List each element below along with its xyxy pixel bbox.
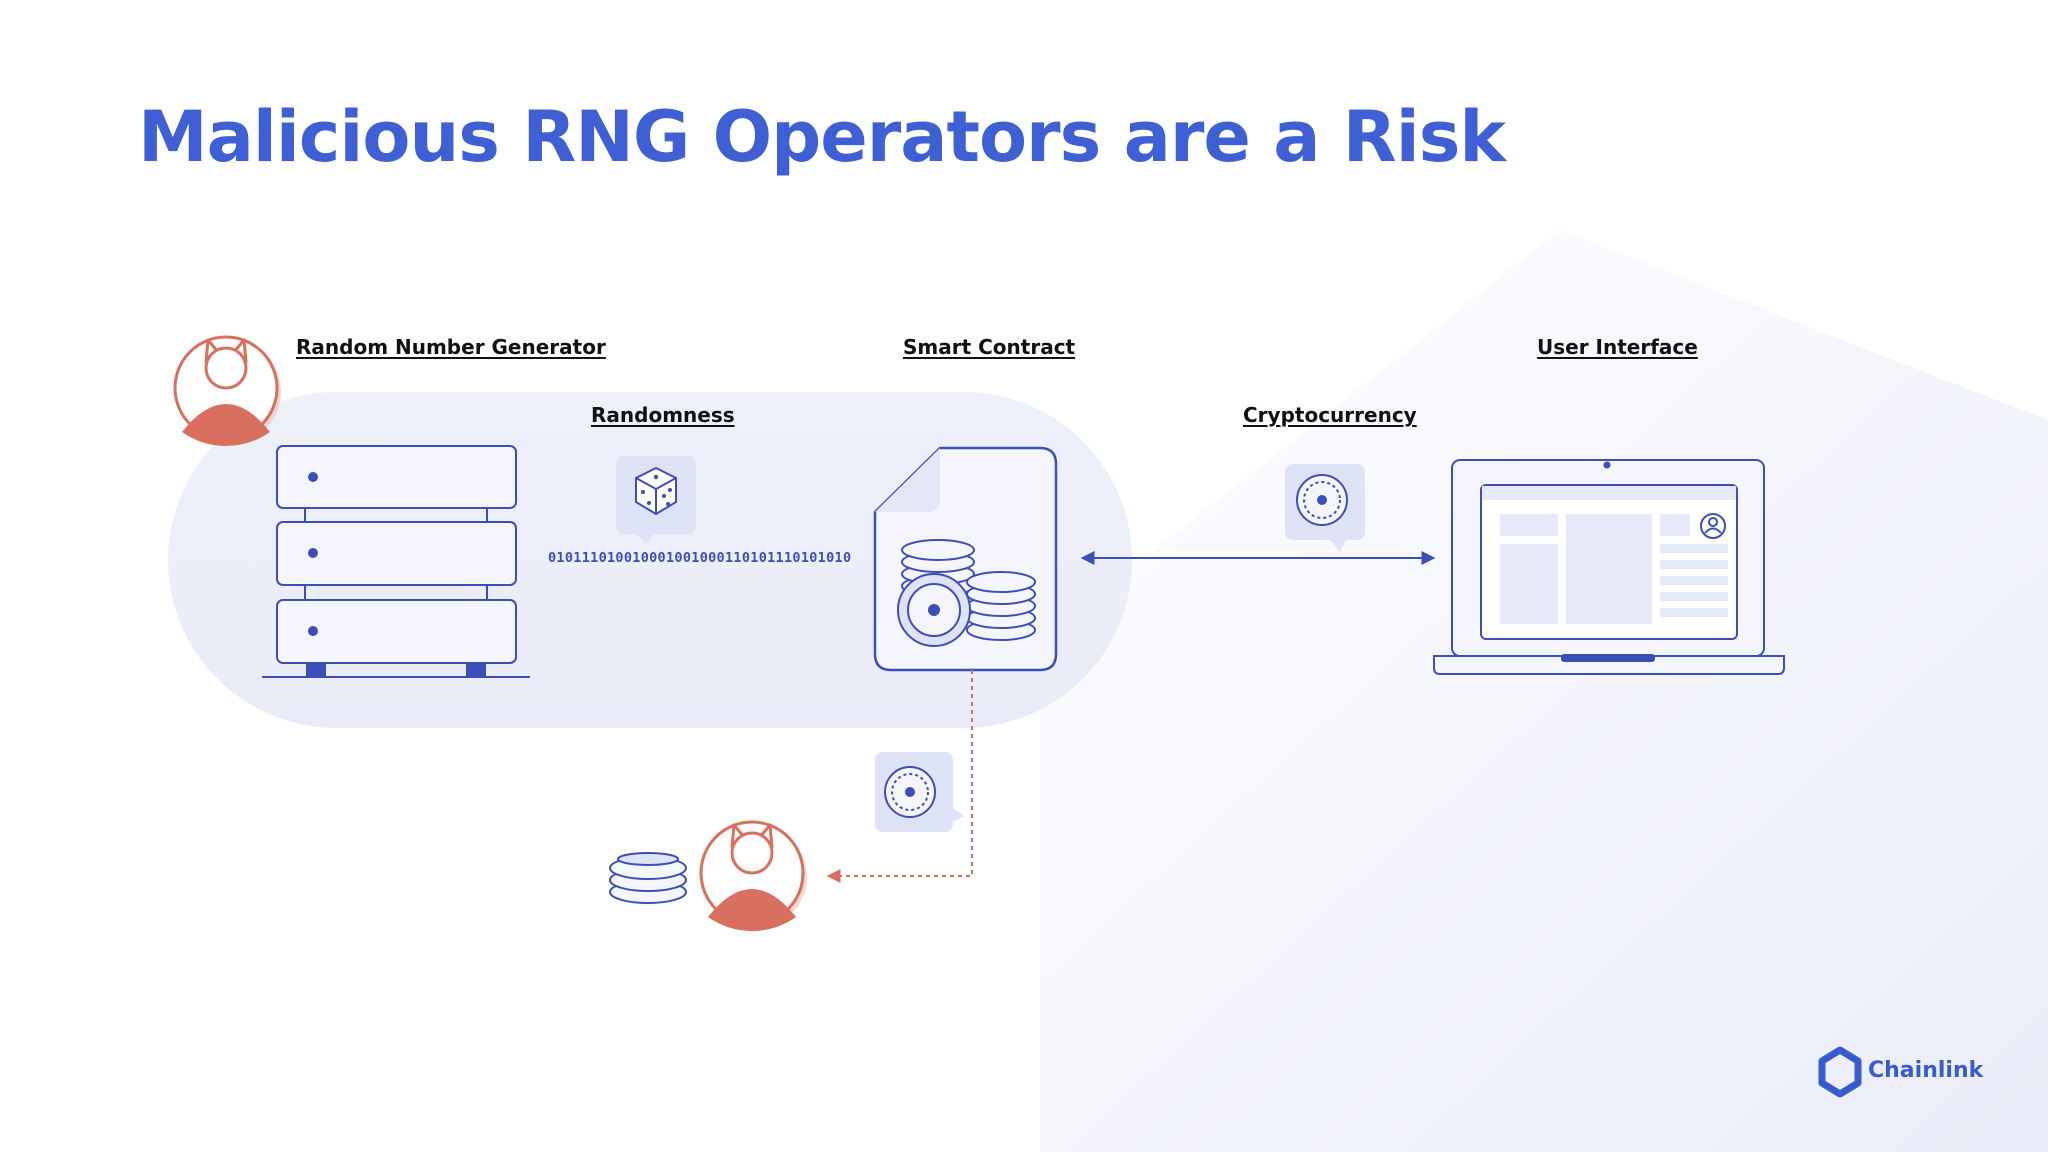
user-profile-icon xyxy=(1700,513,1726,539)
smart-contract-document-icon xyxy=(873,446,1058,672)
laptop-icon xyxy=(1433,459,1785,675)
label-cryptocurrency: Cryptocurrency xyxy=(1243,403,1417,427)
label-user-interface: User Interface xyxy=(1537,335,1698,359)
server-rack-icon xyxy=(262,445,530,678)
attacker-avatar-icon xyxy=(699,820,807,931)
label-random-number-generator: Random Number Generator xyxy=(296,335,606,359)
chainlink-hexagon-icon xyxy=(1818,1046,1862,1098)
rng-operator-avatar-icon xyxy=(173,335,281,446)
attacker-coin-stack-icon xyxy=(609,852,687,904)
coin-stack-icon xyxy=(897,539,1036,647)
crypto-token-icon xyxy=(1285,464,1365,552)
dice-icon xyxy=(616,456,696,544)
page-title: Malicious RNG Operators are a Risk xyxy=(138,96,1506,178)
label-smart-contract: Smart Contract xyxy=(903,335,1076,359)
background-hexagon xyxy=(1040,230,2048,1152)
brand-name: Chainlink xyxy=(1868,1058,1984,1083)
binary-randomness-string: 010111010010001001000110101110101010 xyxy=(548,550,852,566)
stolen-token-icon xyxy=(875,752,964,832)
label-randomness: Randomness xyxy=(591,403,735,427)
